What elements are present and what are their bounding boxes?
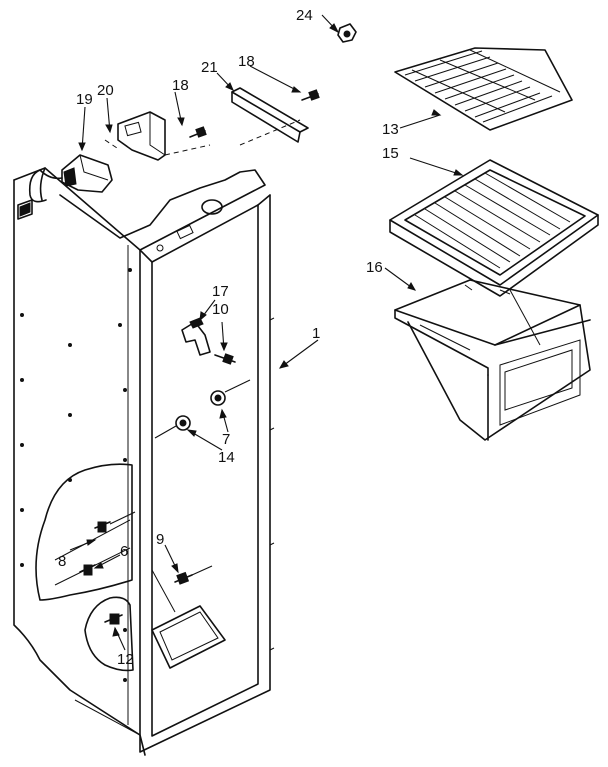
callout-9: 9 — [156, 531, 164, 548]
freezer-liner — [13, 167, 275, 756]
part-6-fitting — [79, 564, 96, 576]
cover-ribs — [414, 172, 571, 269]
callout-15: 15 — [382, 145, 399, 162]
part-10-screw — [214, 353, 236, 365]
callout-labels: 24 21 18 20 19 18 13 15 16 17 10 1 7 14 … — [58, 7, 399, 668]
part-12-fitting — [104, 613, 123, 625]
part-15-crisper-cover — [389, 159, 599, 297]
arrow-heads — [78, 23, 464, 637]
callout-16: 16 — [366, 259, 383, 276]
callout-10: 10 — [212, 301, 229, 318]
part-21-rail — [231, 87, 309, 146]
leader-lines — [69, 14, 463, 651]
part-8-fitting — [94, 511, 136, 533]
part-9-fitting — [174, 565, 213, 585]
callout-17: 17 — [212, 283, 229, 300]
callout-18-bracket: 18 — [172, 77, 189, 94]
callout-14: 14 — [218, 449, 235, 466]
callout-18-rail: 18 — [238, 53, 255, 70]
callout-12: 12 — [117, 651, 134, 668]
part-14-fitting — [154, 415, 191, 439]
part-19-housing — [28, 154, 113, 203]
callout-20: 20 — [97, 82, 114, 99]
callout-1: 1 — [312, 325, 320, 342]
part-17-bracket — [181, 317, 211, 356]
callout-7: 7 — [222, 431, 230, 448]
callout-21: 21 — [201, 59, 218, 76]
part-7-fitting — [210, 379, 251, 406]
callout-24: 24 — [296, 7, 313, 24]
part-18-screw-right — [301, 89, 320, 101]
shelf-wires — [404, 49, 561, 123]
callout-19: 19 — [76, 91, 93, 108]
callout-6: 6 — [120, 543, 128, 560]
callout-8: 8 — [58, 553, 66, 570]
part-16-crisper-drawer — [394, 279, 591, 441]
part-24-clip — [337, 23, 357, 43]
part-18-screw-left — [189, 126, 207, 138]
part-13-wire-shelf — [394, 47, 573, 131]
part-20-bracket — [104, 111, 211, 161]
callout-13: 13 — [382, 121, 399, 138]
